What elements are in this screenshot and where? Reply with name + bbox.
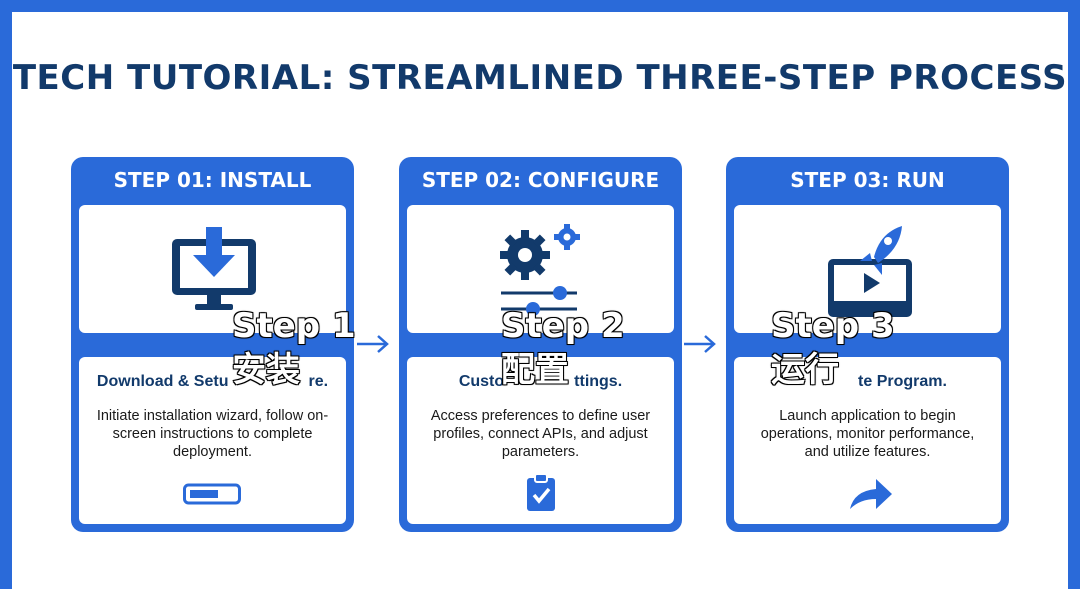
step-header: STEP 02: CONFIGURE	[421, 168, 660, 192]
step-description: Initiate installation wizard, follow on-…	[96, 408, 329, 460]
overlay-step-label-zh: 运行	[770, 350, 840, 390]
rocket-play-icon	[828, 226, 912, 317]
monitor-download-icon	[172, 227, 256, 310]
overlay-step-label: Step 2	[500, 306, 625, 346]
share-arrow-icon	[850, 479, 892, 509]
text-panel: te Program. Launch application to begin …	[734, 357, 1001, 524]
icon-panel	[734, 205, 1001, 333]
overlay-step-label: Step 3	[770, 306, 895, 346]
arrow-right-icon	[357, 335, 389, 353]
icon-panel	[79, 205, 346, 333]
overlay-step-label-zh: 配置	[500, 350, 570, 390]
clipboard-check-icon	[527, 473, 555, 511]
icon-panel	[407, 205, 674, 333]
step-description: Access preferences to define user profil…	[430, 408, 651, 460]
step-header: STEP 01: INSTALL	[113, 168, 312, 192]
step-card-configure: STEP 02: CONFIGURE	[399, 157, 682, 532]
overlay-step-label: Step 1	[231, 306, 356, 346]
gears-sliders-icon	[500, 224, 580, 316]
step-header: STEP 03: RUN	[790, 168, 945, 192]
arrow-right-icon	[684, 335, 716, 353]
page-title: TECH TUTORIAL: STREAMLINED THREE-STEP PR…	[12, 58, 1068, 98]
progress-bar-icon	[183, 483, 241, 505]
step-description: Launch application to begin operations, …	[760, 408, 975, 460]
step-heading: te Program.	[858, 373, 947, 390]
step-card-run: STEP 03: RUN te Program. Launch applicat…	[726, 157, 1009, 532]
overlay-step-label-zh: 安装	[231, 350, 301, 390]
